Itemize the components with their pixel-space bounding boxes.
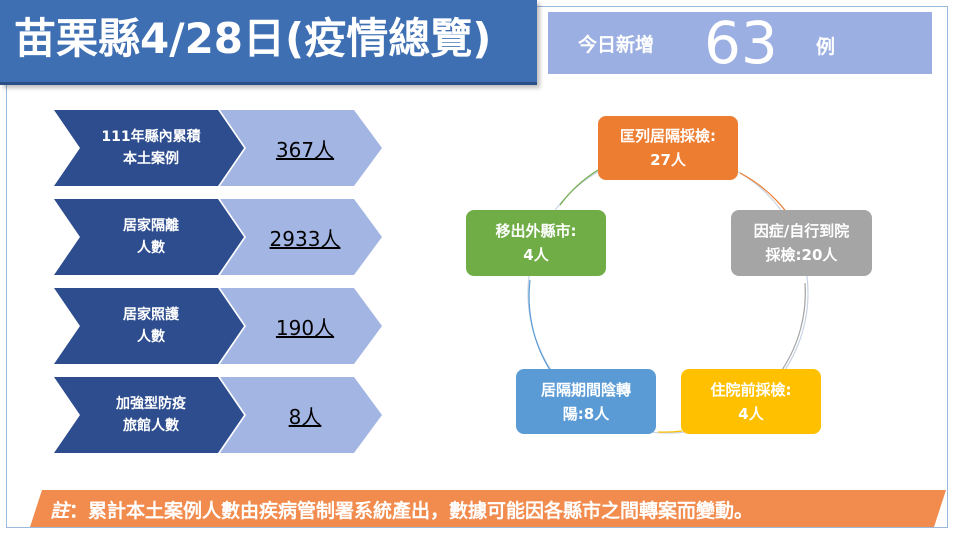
footer-note-text: ：累計本土案例人數由疾病管制署系統產出，數據可能因各縣市之間轉案而變動。 — [69, 500, 754, 522]
stat-row-home-isolation: 居家隔離 人數 2933人 — [54, 199, 384, 275]
cycle-node-isolation-positive: 居隔期間陰轉 陽:8人 — [516, 369, 656, 434]
cycle-node-text: 居隔期間陰轉 陽:8人 — [540, 380, 631, 423]
page-title: 苗栗縣4/28日(疫情總覽) — [14, 14, 492, 63]
stat-row-quarantine-hotel: 加強型防疫 旅館人數 8人 — [54, 377, 384, 453]
cycle-node-pre-admission-testing: 住院前採檢: 4人 — [681, 369, 821, 434]
cycle-node-moved-out: 移出外縣市: 4人 — [466, 210, 606, 276]
stat-label: 111年縣內累積 本土案例 — [101, 129, 201, 167]
footer-note-label: 註 — [50, 500, 70, 522]
stat-label-chevron: 加強型防疫 旅館人數 — [54, 377, 244, 453]
footer-note-banner: 註：累計本土案例人數由疾病管制署系統產出，數據可能因各縣市之間轉案而變動。 — [30, 490, 946, 527]
cycle-node-text: 住院前採檢: 4人 — [710, 380, 792, 423]
stat-value: 190人 — [275, 315, 335, 340]
stat-row-home-care: 居家照護 人數 190人 — [54, 288, 384, 364]
stat-label: 居家隔離 人數 — [123, 218, 179, 256]
stat-value-chevron: 2933人 — [220, 199, 382, 275]
new-cases-label: 今日新增 — [578, 34, 655, 56]
stat-value-chevron: 190人 — [220, 288, 382, 364]
cycle-node-contact-testing: 匡列居隔採檢: 27人 — [598, 116, 738, 180]
title-banner: 苗栗縣4/28日(疫情總覽) — [0, 0, 537, 85]
stat-row-cumulative-cases: 111年縣內累積 本土案例 367人 — [54, 110, 384, 186]
new-cases-unit: 例 — [816, 36, 836, 58]
stat-value: 367人 — [275, 137, 335, 162]
stat-value-chevron: 8人 — [220, 377, 382, 453]
new-cases-count: 63 — [704, 9, 778, 77]
cycle-node-text: 因症/自行到院 採檢:20人 — [753, 222, 850, 264]
stat-label-chevron: 居家隔離 人數 — [54, 199, 244, 275]
cycle-node-symptom-testing: 因症/自行到院 採檢:20人 — [731, 210, 872, 276]
stat-value: 2933人 — [269, 226, 341, 251]
stat-label-chevron: 111年縣內累積 本土案例 — [54, 110, 244, 186]
footer-note: 註：累計本土案例人數由疾病管制署系統產出，數據可能因各縣市之間轉案而變動。 — [50, 496, 753, 523]
cycle-node-text: 匡列居隔採檢: 27人 — [620, 127, 716, 169]
stat-label: 加強型防疫 旅館人數 — [116, 396, 186, 434]
cycle-node-text: 移出外縣市: 4人 — [495, 222, 577, 264]
stat-label: 居家照護 人數 — [123, 307, 179, 345]
new-cases-panel: 今日新增 63 例 — [548, 9, 932, 77]
stat-value: 8人 — [288, 404, 322, 429]
stat-value-chevron: 367人 — [220, 110, 382, 186]
stat-label-chevron: 居家照護 人數 — [54, 288, 244, 364]
